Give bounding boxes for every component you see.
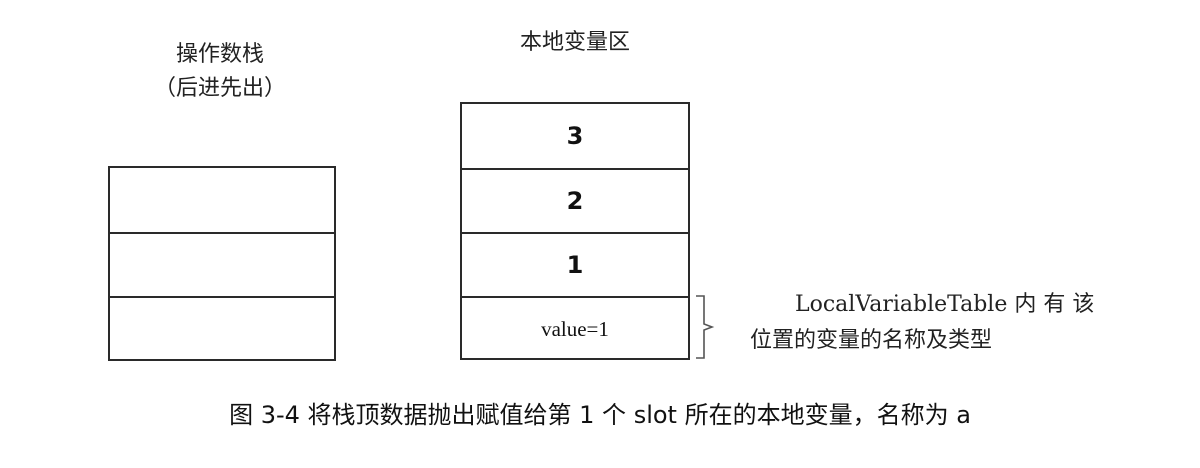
local-slot-value: value=1	[462, 296, 688, 360]
local-slot-3: 3	[566, 122, 584, 150]
operand-stack-cell	[110, 232, 334, 296]
local-variables-table: 3 2 1 value=1	[460, 102, 690, 360]
operand-stack-title: 操作数栈	[175, 42, 264, 67]
local-variables-title: 本地变量区	[519, 30, 630, 55]
local-slot-2: 2	[462, 168, 688, 232]
annotation-line-1: LocalVariableTable 内 有 该	[795, 292, 1095, 317]
brace-connector	[696, 295, 715, 359]
operand-stack-cell	[110, 296, 334, 360]
operand-stack-cell	[110, 168, 334, 232]
operand-stack-subtitle: （后进先出）	[153, 76, 286, 101]
local-slot-1: 1	[462, 232, 688, 296]
operand-stack	[108, 166, 336, 361]
figure-caption: 图 3-4 将栈顶数据抛出赋值给第 1 个 slot 所在的本地变量，名称为 a	[229, 401, 971, 429]
annotation-line-2: 位置的变量的名称及类型	[750, 328, 993, 353]
